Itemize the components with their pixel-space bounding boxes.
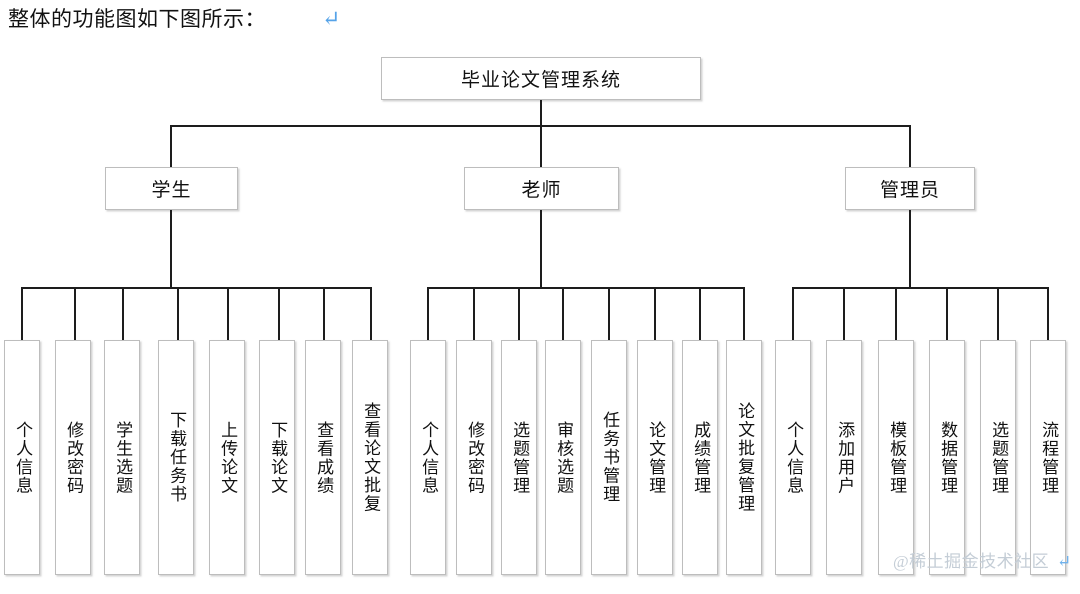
- node-leaf-teacher-0-label: 个人信息: [419, 420, 439, 495]
- connector-drop-teacher-2: [518, 287, 520, 341]
- connector-drop-admin-1: [843, 287, 845, 341]
- node-leaf-teacher-6-label: 成绩管理: [691, 420, 711, 495]
- node-leaf-admin-0[interactable]: 个人信息: [775, 340, 811, 575]
- node-leaf-teacher-7[interactable]: 论文批复管理: [726, 340, 762, 575]
- node-leaf-admin-3[interactable]: 数据管理: [929, 340, 965, 575]
- node-leaf-student-7-label: 查看论文批复: [361, 402, 381, 513]
- node-leaf-admin-5-label: 流程管理: [1039, 420, 1059, 495]
- node-leaf-student-4-label: 上传论文: [218, 420, 238, 495]
- node-root[interactable]: 毕业论文管理系统: [381, 57, 701, 100]
- node-leaf-teacher-4[interactable]: 任务书管理: [591, 340, 627, 575]
- connector-drop-role-2: [909, 125, 911, 168]
- node-leaf-admin-1-label: 添加用户: [835, 420, 855, 495]
- node-role-admin[interactable]: 管理员: [845, 167, 975, 210]
- node-leaf-teacher-2[interactable]: 选题管理: [501, 340, 537, 575]
- connector-drop-admin-4: [997, 287, 999, 341]
- connector-drop-student-4: [227, 287, 229, 341]
- node-leaf-student-1[interactable]: 修改密码: [55, 340, 91, 575]
- connector-drop-role-1: [540, 125, 542, 168]
- paragraph-return-icon: ↵: [322, 6, 341, 31]
- node-leaf-teacher-0[interactable]: 个人信息: [410, 340, 446, 575]
- node-leaf-teacher-5-label: 论文管理: [646, 420, 666, 495]
- connector-admin-bus: [792, 287, 1049, 289]
- node-leaf-student-4[interactable]: 上传论文: [209, 340, 245, 575]
- page-title: 整体的功能图如下图所示：: [8, 7, 266, 31]
- connector-drop-student-1: [74, 287, 76, 341]
- connector-drop-admin-0: [792, 287, 794, 341]
- node-leaf-student-5[interactable]: 下载论文: [259, 340, 295, 575]
- connector-drop-student-2: [122, 287, 124, 341]
- node-role-student-label: 学生: [151, 180, 192, 201]
- connector-drop-admin-2: [895, 287, 897, 341]
- node-leaf-student-2[interactable]: 学生选题: [104, 340, 140, 575]
- node-leaf-teacher-5[interactable]: 论文管理: [637, 340, 673, 575]
- node-leaf-teacher-1-label: 修改密码: [465, 420, 485, 495]
- node-leaf-student-1-label: 修改密码: [64, 420, 84, 495]
- connector-drop-teacher-5: [654, 287, 656, 341]
- watermark-text: @稀土掘金技术社区: [893, 552, 1050, 571]
- node-leaf-student-0[interactable]: 个人信息: [4, 340, 40, 575]
- node-leaf-admin-3-label: 数据管理: [938, 420, 958, 495]
- connector-student-bus: [21, 287, 351, 289]
- connector-drop-teacher-1: [473, 287, 475, 341]
- node-leaf-admin-2-label: 模板管理: [887, 420, 907, 495]
- connector-drop-teacher-3: [562, 287, 564, 341]
- node-leaf-admin-0-label: 个人信息: [784, 420, 804, 495]
- node-leaf-teacher-7-label: 论文批复管理: [735, 402, 755, 513]
- node-role-teacher[interactable]: 老师: [464, 167, 619, 210]
- connector-drop-teacher-0: [427, 287, 429, 341]
- node-role-teacher-label: 老师: [521, 180, 562, 201]
- connector-drop-student-3: [177, 287, 179, 341]
- node-leaf-admin-4[interactable]: 选题管理: [980, 340, 1016, 575]
- node-leaf-admin-4-label: 选题管理: [989, 420, 1009, 495]
- connector-student-stem: [170, 210, 172, 288]
- connector-student-bus-ext: [349, 287, 372, 289]
- node-root-label: 毕业论文管理系统: [460, 70, 621, 91]
- connector-drop-teacher-7: [743, 287, 745, 341]
- node-leaf-teacher-1[interactable]: 修改密码: [456, 340, 492, 575]
- watermark-return-icon: ↵: [1057, 552, 1072, 571]
- connector-drop-admin-5: [1047, 287, 1049, 341]
- node-leaf-student-6-label: 查看成绩: [314, 420, 334, 495]
- node-leaf-teacher-3[interactable]: 审核选题: [545, 340, 581, 575]
- node-leaf-admin-2[interactable]: 模板管理: [878, 340, 914, 575]
- connector-drop-student-0: [21, 287, 23, 341]
- connector-root-stem: [540, 100, 542, 126]
- node-leaf-student-0-label: 个人信息: [13, 420, 33, 495]
- node-leaf-teacher-6[interactable]: 成绩管理: [682, 340, 718, 575]
- connector-drop-teacher-6: [699, 287, 701, 341]
- node-leaf-teacher-3-label: 审核选题: [554, 420, 574, 495]
- node-leaf-student-3[interactable]: 下载任务书: [158, 340, 194, 575]
- connector-drop-role-0: [170, 125, 172, 168]
- node-leaf-admin-1[interactable]: 添加用户: [826, 340, 862, 575]
- node-leaf-teacher-2-label: 选题管理: [510, 420, 530, 495]
- connector-teacher-bus: [427, 287, 745, 289]
- node-leaf-teacher-4-label: 任务书管理: [600, 411, 620, 504]
- connector-drop-admin-3: [946, 287, 948, 341]
- connector-teacher-stem: [540, 210, 542, 288]
- node-leaf-student-6[interactable]: 查看成绩: [305, 340, 341, 575]
- node-role-admin-label: 管理员: [879, 180, 940, 201]
- connector-drop-student-7: [370, 287, 372, 341]
- connector-drop-student-5: [278, 287, 280, 341]
- connector-drop-student-6: [323, 287, 325, 341]
- node-leaf-admin-5[interactable]: 流程管理: [1030, 340, 1066, 575]
- node-leaf-student-7[interactable]: 查看论文批复: [352, 340, 388, 575]
- connector-drop-teacher-4: [608, 287, 610, 341]
- node-role-student[interactable]: 学生: [105, 167, 238, 210]
- connector-admin-stem: [909, 210, 911, 288]
- node-leaf-student-5-label: 下载论文: [268, 420, 288, 495]
- node-leaf-student-2-label: 学生选题: [113, 420, 133, 495]
- node-leaf-student-3-label: 下载任务书: [167, 411, 187, 504]
